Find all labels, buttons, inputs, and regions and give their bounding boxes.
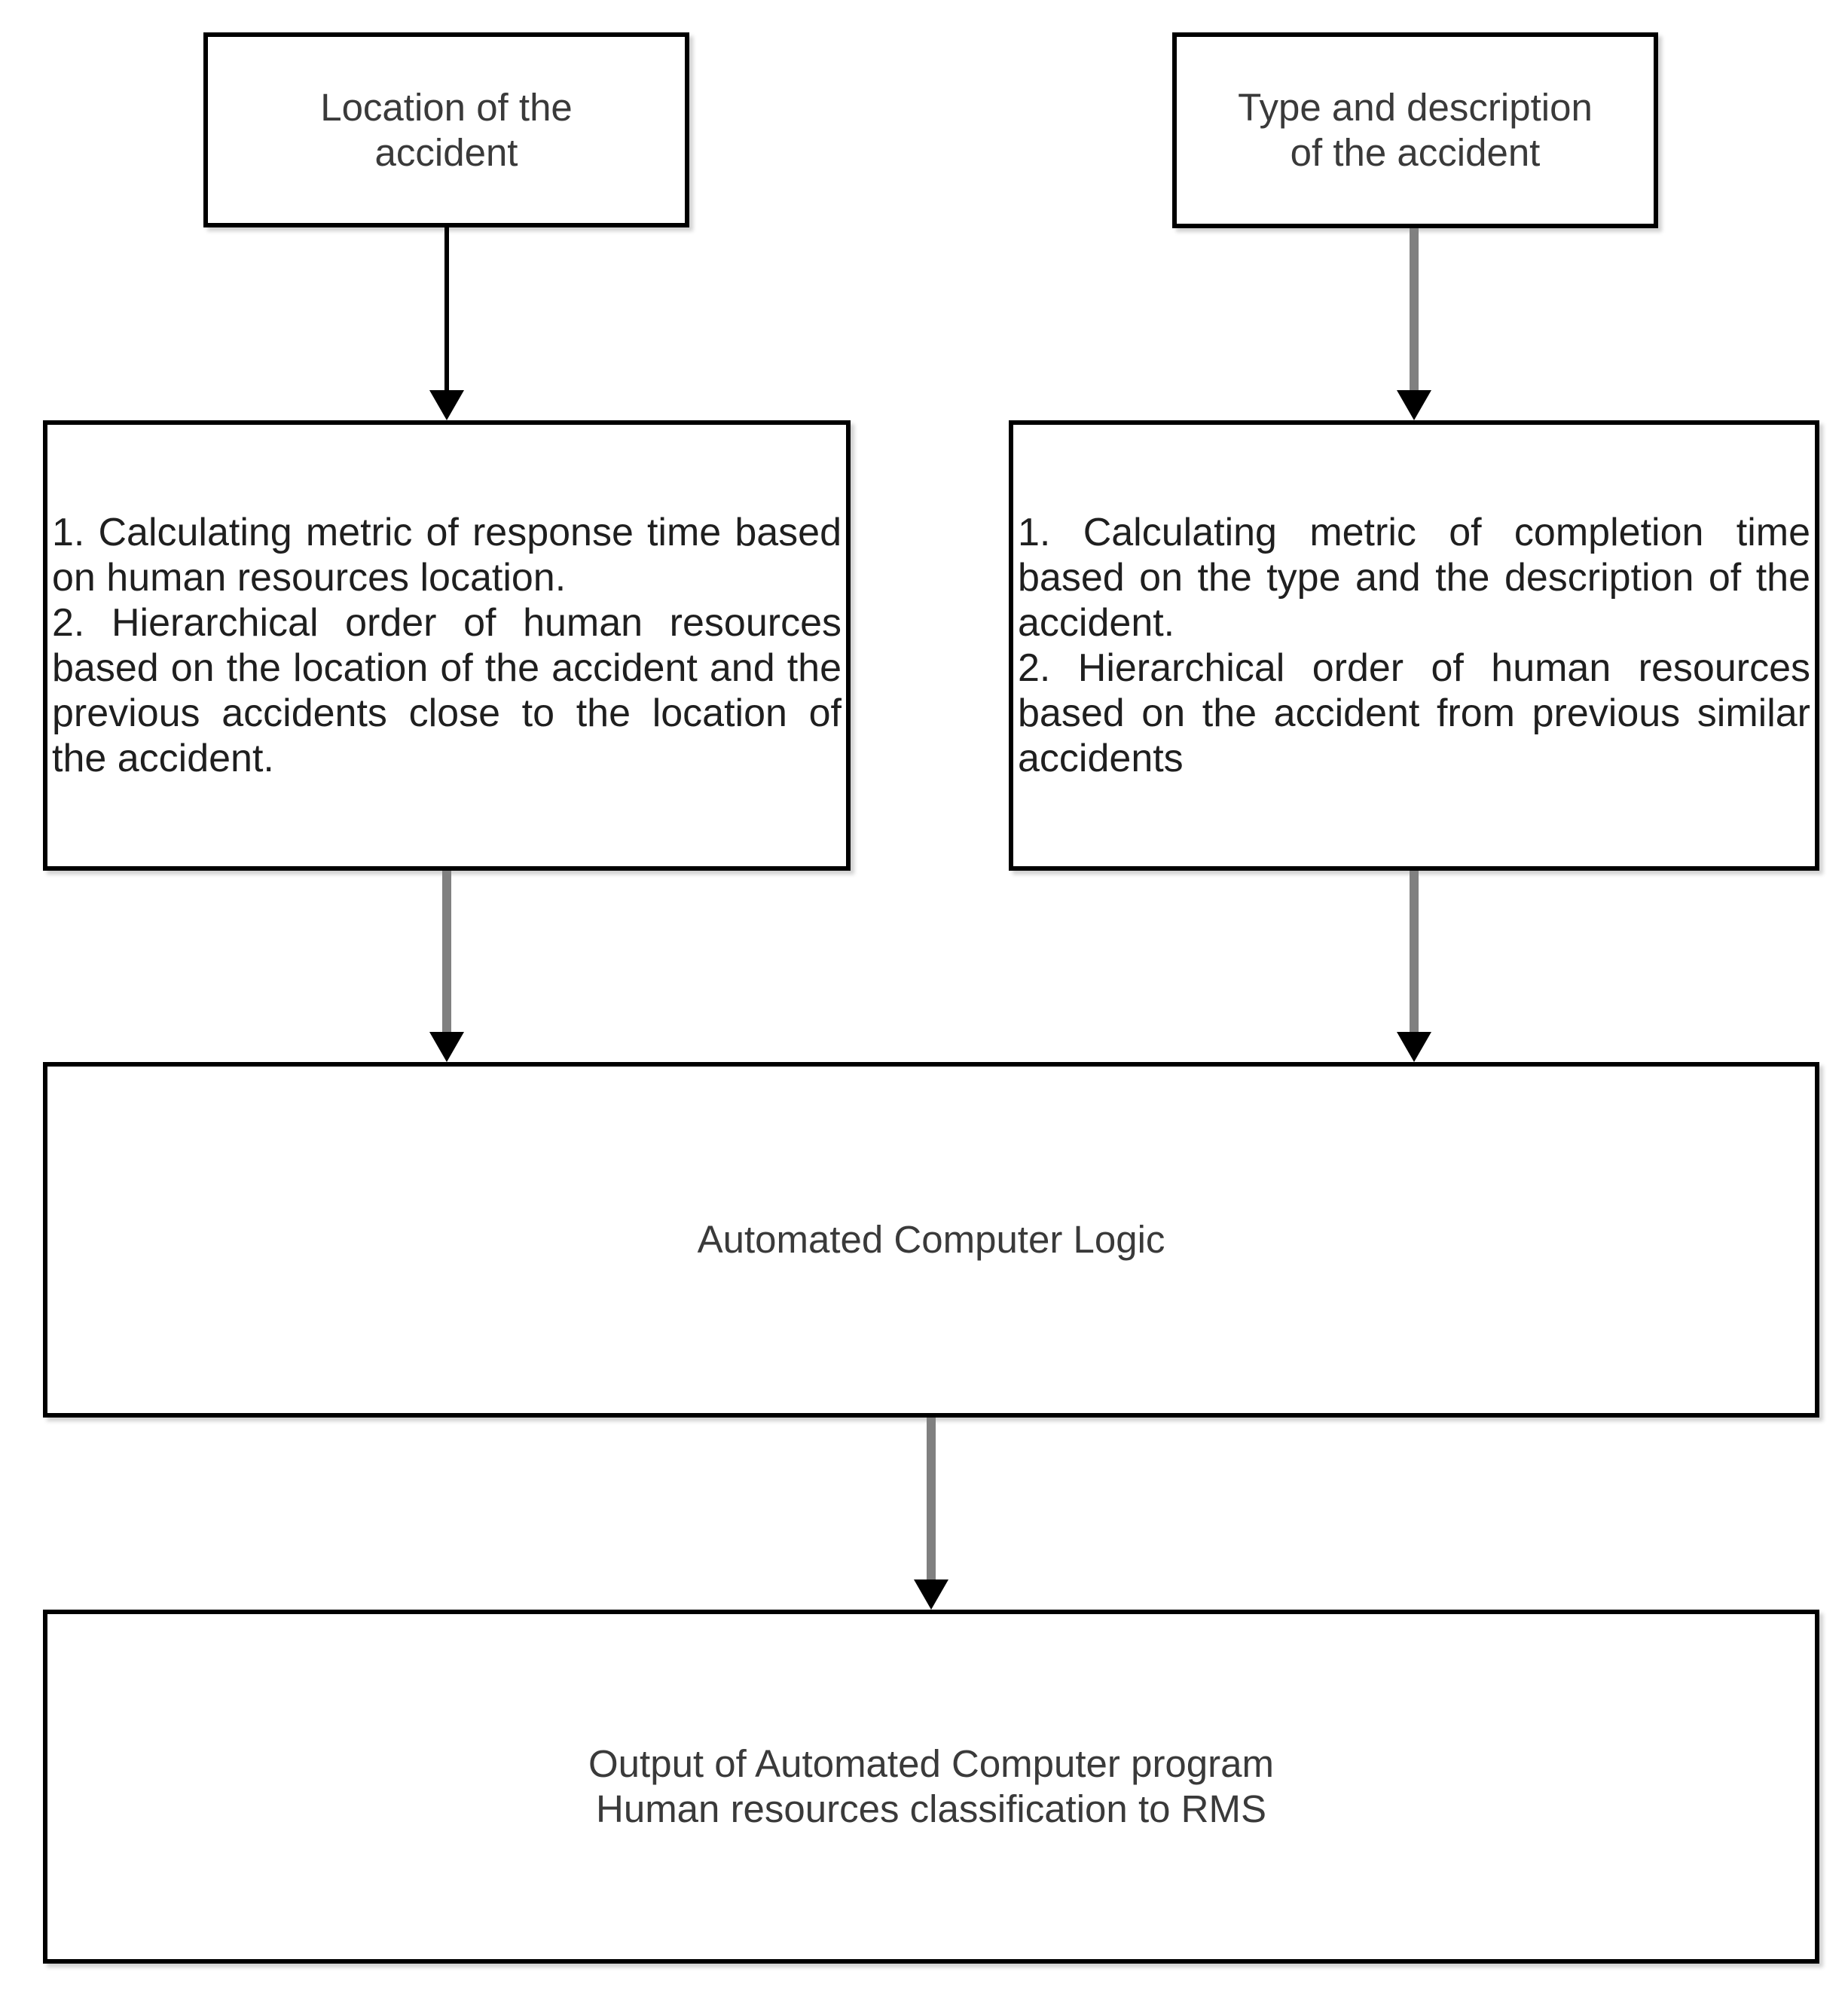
node-location-line1: Location of the	[320, 85, 573, 129]
arrow-shaft	[444, 227, 449, 390]
arrow-head-icon	[429, 390, 464, 420]
node-response-time-metrics: 1. Calculating metric of response time b…	[43, 420, 851, 871]
arrow-type-to-completion-metrics	[1397, 228, 1431, 420]
arrow-location-to-response-metrics	[429, 227, 464, 420]
arrow-shaft	[1410, 871, 1419, 1032]
node-output: Output of Automated Computer program Hum…	[43, 1610, 1819, 1964]
node-type-and-description: Type and description of the accident	[1172, 32, 1658, 228]
output-line2: Human resources classification to RMS	[596, 1787, 1266, 1830]
node-location-line2: accident	[374, 130, 518, 174]
output-line1: Output of Automated Computer program	[588, 1742, 1274, 1785]
arrow-completion-metrics-to-acl	[1397, 871, 1431, 1062]
node-automated-computer-logic: Automated Computer Logic	[43, 1062, 1819, 1418]
acl-label: Automated Computer Logic	[697, 1218, 1165, 1261]
completion-metric-item-1: 1. Calculating metric of completion time…	[1018, 511, 1810, 645]
arrow-shaft	[442, 871, 451, 1032]
completion-metric-item-2: 2. Hierarchical order of human resources…	[1018, 646, 1810, 780]
arrow-shaft	[927, 1418, 936, 1579]
arrow-head-icon	[1397, 390, 1431, 420]
arrow-response-metrics-to-acl	[429, 871, 464, 1062]
response-metric-item-2: 2. Hierarchical order of human resources…	[52, 601, 842, 780]
node-type-line1: Type and description	[1238, 86, 1593, 129]
arrow-acl-to-output	[914, 1418, 948, 1610]
arrow-head-icon	[429, 1032, 464, 1062]
arrow-shaft	[1410, 228, 1419, 390]
arrow-head-icon	[1397, 1032, 1431, 1062]
node-completion-time-metrics: 1. Calculating metric of completion time…	[1009, 420, 1819, 871]
arrow-head-icon	[914, 1579, 948, 1610]
response-metric-item-1: 1. Calculating metric of response time b…	[52, 511, 842, 600]
node-location-of-accident: Location of the accident	[203, 32, 689, 227]
node-type-line2: of the accident	[1290, 131, 1541, 174]
